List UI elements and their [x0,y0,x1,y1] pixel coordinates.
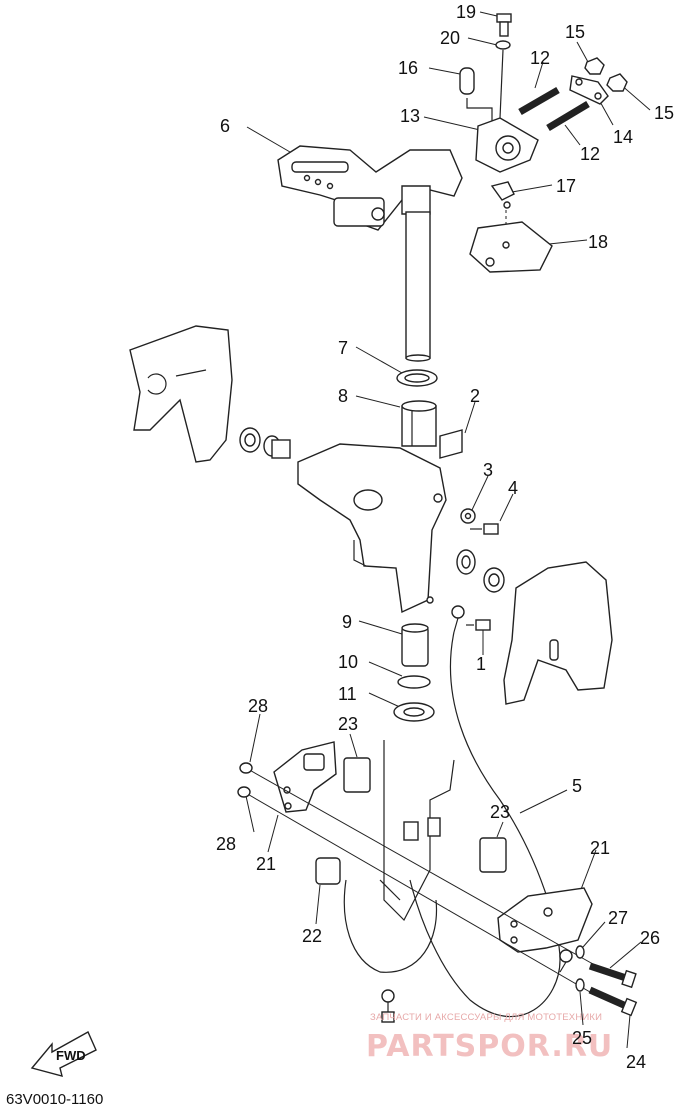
steering-bracket-6 [277,145,463,231]
mount-rubber-23-right [479,837,507,873]
fwd-arrow: FWD [30,1031,97,1077]
washer-20 [495,40,511,50]
clamp-bracket-right [503,561,613,705]
bracket-21-left [273,741,337,813]
washer-left [239,427,261,453]
callout-23-left: 23 [338,714,358,734]
callout-15-right: 15 [654,103,674,123]
bolt-26 [588,962,637,989]
callout-13: 13 [400,106,420,126]
callout-6: 6 [220,116,230,136]
callout-15-top: 15 [565,22,585,42]
leader-lines [245,11,651,1049]
mount-22 [315,857,341,885]
pin-16 [459,67,475,95]
callout-28-bottom: 28 [216,834,236,854]
callout-21-left: 21 [256,854,276,874]
callout-19: 19 [456,2,476,22]
callout-16: 16 [398,58,418,78]
callout-3: 3 [483,460,493,480]
watermark-line2: PARTSPOR.RU [366,1029,613,1064]
callout-17: 17 [556,176,576,196]
upper-mount-13 [475,117,539,173]
plate-18 [469,221,553,273]
callout-14: 14 [613,127,633,147]
bracket-21-right [497,887,593,953]
callout-26: 26 [640,928,660,948]
screw-4 [470,523,499,535]
callout-12-top: 12 [530,48,550,68]
seal-2 [439,429,463,459]
bushing-9 [401,623,429,667]
bushing-8 [401,400,437,447]
wire-terminal [559,949,573,973]
washers-28 [237,762,253,798]
bolt-axis-lower [243,791,591,993]
bushing-left [263,435,291,459]
callout-1: 1 [476,654,486,674]
nut-3 [460,508,476,524]
clip-17 [490,181,515,209]
callout-labels: 19 20 15 16 12 15 13 6 14 12 17 18 7 8 2… [216,2,674,1072]
callout-20: 20 [440,28,460,48]
callout-25: 25 [572,1028,592,1048]
callout-21-right: 21 [590,838,610,858]
nuts-15 [584,57,628,92]
callout-27: 27 [608,908,628,928]
screw-1 [466,619,491,631]
callout-22: 22 [302,926,322,946]
callout-2: 2 [470,386,480,406]
bolt-axis-upper [245,767,601,969]
callout-9: 9 [342,612,352,632]
plate-14 [569,75,609,105]
mount-rubber-23-left [343,757,371,793]
bolt-19 [496,13,512,37]
bolts-12 [518,86,590,132]
callout-23-right: 23 [490,802,510,822]
washer-11 [393,702,435,722]
ground-screw-bottom [381,989,395,1023]
lower-mount-housing [343,740,455,973]
callout-24: 24 [626,1052,646,1072]
callout-8: 8 [338,386,348,406]
bushing-right [456,549,476,575]
watermark-line1: ЗАПЧАСТИ И АКСЕССУАРЫ ДЛЯ МОТОТЕХНИКИ [370,1012,602,1023]
callout-10: 10 [338,652,358,672]
callout-5: 5 [572,776,582,796]
steering-shaft [405,211,431,362]
callout-12-bottom: 12 [580,144,600,164]
callout-7: 7 [338,338,348,358]
fwd-label: FWD [56,1048,86,1063]
washer-7 [396,369,438,387]
ground-terminal [451,605,465,633]
bolt-24 [588,986,638,1017]
swivel-bracket [297,443,447,614]
o-ring-10 [397,675,431,689]
diagram-code: 63V0010-1160 [6,1091,103,1107]
callout-18: 18 [588,232,608,252]
washer-25 [575,978,585,992]
callout-4: 4 [508,478,518,498]
callout-28-top: 28 [248,696,268,716]
clamp-bracket-left [129,325,233,463]
washer-right [483,567,505,593]
callout-11: 11 [338,684,357,704]
washer-27 [575,945,585,959]
